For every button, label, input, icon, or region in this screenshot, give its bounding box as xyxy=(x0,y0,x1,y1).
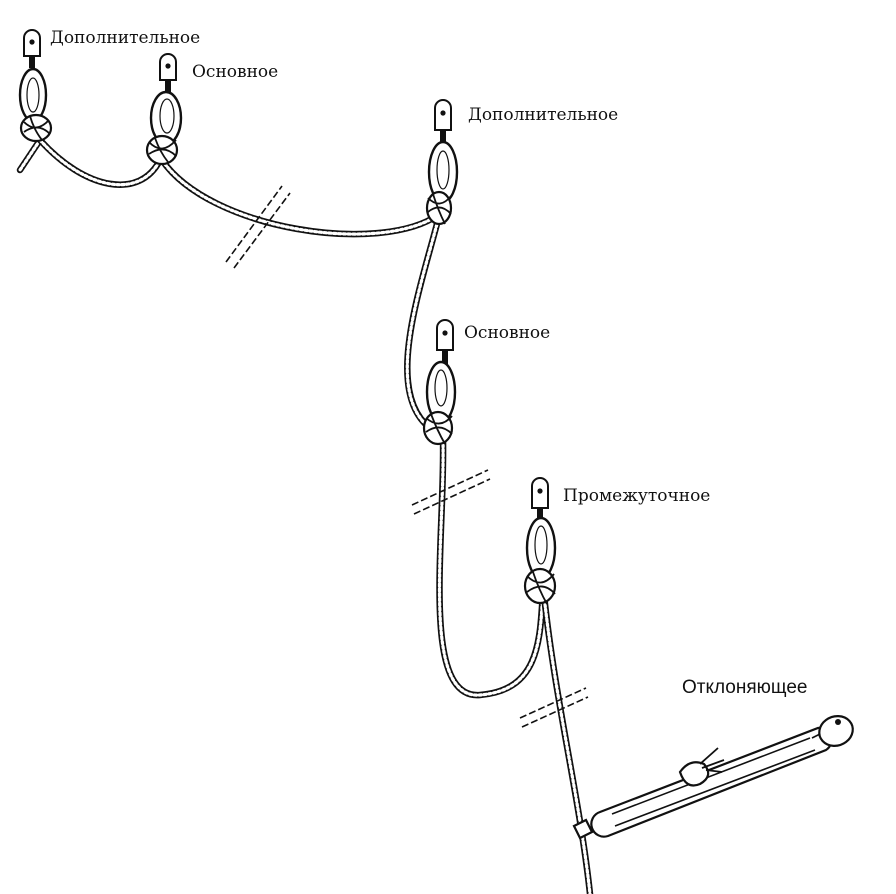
label-main-1: Основное xyxy=(192,62,279,82)
rope-span-4 xyxy=(436,436,547,699)
label-main-2: Основное xyxy=(464,323,551,343)
rope-knot-icon xyxy=(523,567,557,605)
label-intermediate: Промежуточное xyxy=(563,486,711,506)
label-additional-1: Дополнительное xyxy=(50,28,201,48)
rope-knot-icon xyxy=(425,190,453,226)
rope-segments xyxy=(16,136,594,894)
anchor-main-1 xyxy=(145,53,183,166)
rope-knot-icon xyxy=(422,410,454,446)
rope-knot-icon xyxy=(19,113,53,143)
anchor-intermediate xyxy=(523,477,557,605)
rope-break-marks xyxy=(225,185,589,728)
rope-knot-icon xyxy=(145,134,179,166)
turnbuckle-icon xyxy=(572,715,854,840)
anchor-main-2 xyxy=(422,319,457,446)
anchor-additional-1 xyxy=(18,29,53,143)
label-additional-2: Дополнительное xyxy=(468,105,619,125)
anchor-additional-2 xyxy=(425,99,459,226)
label-deflecting: Отклоняющее xyxy=(682,677,808,698)
